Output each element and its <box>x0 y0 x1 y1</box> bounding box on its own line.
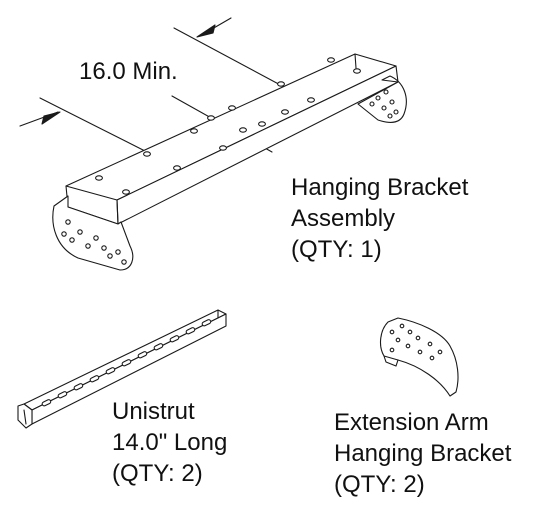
hanging-bracket-assembly-label: Hanging Bracket Assembly (QTY: 1) <box>291 172 468 265</box>
unistrut-label-line: Unistrut <box>112 398 195 425</box>
unistrut-length: 14.0" Long <box>112 429 228 456</box>
unistrut-channel <box>17 309 227 429</box>
extension-arm-label: Extension Arm Hanging Bracket (QTY: 2) <box>334 407 511 500</box>
extension-arm-bracket <box>379 317 459 397</box>
dimension-arrow-bottom <box>41 111 61 125</box>
extension-label-line: Extension Arm <box>334 409 489 436</box>
assembly-qty: (QTY: 1) <box>291 236 382 263</box>
assembly-label-line: Assembly <box>291 205 396 232</box>
extension-label-line: Hanging Bracket <box>334 440 512 467</box>
hanging-bracket-assembly <box>52 53 407 271</box>
unistrut-qty: (QTY: 2) <box>112 460 203 487</box>
dimension-arrow-top <box>196 24 216 38</box>
unistrut-label: Unistrut 14.0" Long (QTY: 2) <box>112 396 227 489</box>
extension-qty: (QTY: 2) <box>334 471 425 498</box>
assembly-label-line: Hanging Bracket <box>291 174 469 201</box>
dimension-label: 16.0 Min. <box>79 58 178 85</box>
